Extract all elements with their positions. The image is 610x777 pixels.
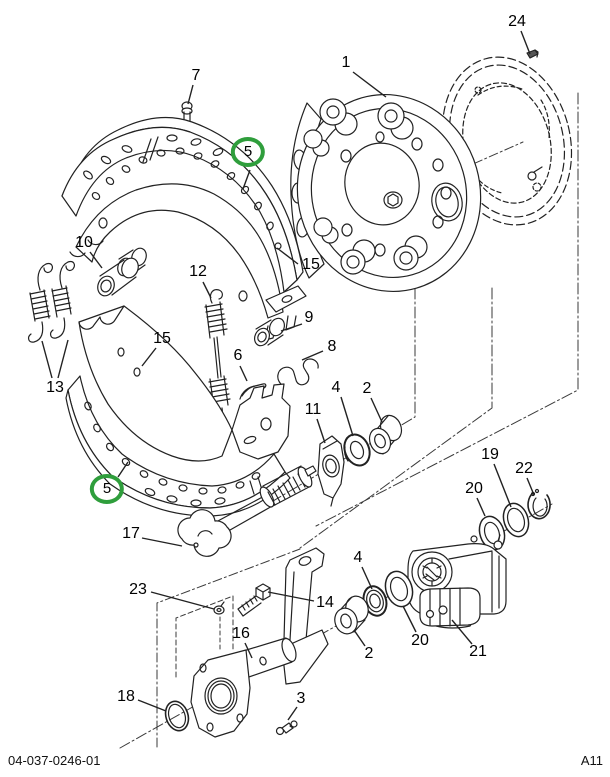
callout-3: 3 — [296, 690, 306, 707]
callout-14: 14 — [316, 594, 334, 611]
callout-2: 2 — [362, 380, 372, 397]
callout-22: 22 — [515, 460, 533, 477]
sheet-reference: A11 — [580, 753, 603, 768]
bushing-2-front-drawing — [366, 412, 405, 457]
callout-5-highlighted: 5 — [230, 137, 266, 167]
callout-15: 15 — [302, 256, 320, 273]
callout-16: 16 — [232, 625, 250, 642]
clip-6-drawing — [240, 384, 266, 399]
callout-6: 6 — [233, 347, 243, 364]
camshaft-17-drawing — [178, 465, 316, 556]
seal-4-front-drawing — [340, 431, 374, 470]
return-springs-13-drawing — [29, 262, 75, 343]
callout-20: 20 — [465, 480, 483, 497]
callout-11: 11 — [304, 401, 322, 418]
callout-15: 15 — [153, 330, 171, 347]
bracket-11-drawing — [318, 436, 344, 506]
callout-23: 23 — [129, 581, 147, 598]
callout-9: 9 — [304, 309, 314, 326]
document-number: 04-037-0246-01 — [8, 753, 101, 768]
callout-8: 8 — [327, 338, 337, 355]
brake-spider-drawing — [274, 73, 504, 313]
callout-2: 2 — [364, 645, 374, 662]
callout-21: 21 — [469, 643, 487, 660]
callout-5-highlighted: 5 — [89, 474, 125, 504]
clip-8-drawing — [278, 359, 318, 385]
callout-17: 17 — [122, 525, 140, 542]
callout-10: 10 — [75, 234, 93, 251]
camshaft-bracket-16-drawing — [191, 548, 328, 737]
slack-adjuster-21-drawing — [408, 535, 506, 628]
o-ring-18-drawing — [162, 698, 192, 733]
callout-4: 4 — [353, 549, 363, 566]
washers-19-20-22-drawing — [475, 490, 550, 553]
callout-20: 20 — [411, 632, 429, 649]
brake-shoe-upper-drawing — [62, 118, 306, 341]
screw-23-drawing — [214, 602, 224, 614]
callout-4: 4 — [331, 379, 341, 396]
callout-7: 7 — [191, 67, 201, 84]
callout-1: 1 — [341, 54, 351, 71]
callout-24: 24 — [508, 13, 526, 30]
spacer-block-24-drawing — [527, 50, 538, 58]
callout-19: 19 — [481, 446, 499, 463]
roller-9-drawing — [252, 316, 287, 348]
callout-13: 13 — [46, 379, 64, 396]
rollers-10-drawing — [95, 246, 149, 298]
grease-fitting-3-drawing — [277, 721, 298, 735]
callout-12: 12 — [189, 263, 207, 280]
bolt-14-drawing — [238, 584, 270, 616]
callout-18: 18 — [117, 688, 135, 705]
